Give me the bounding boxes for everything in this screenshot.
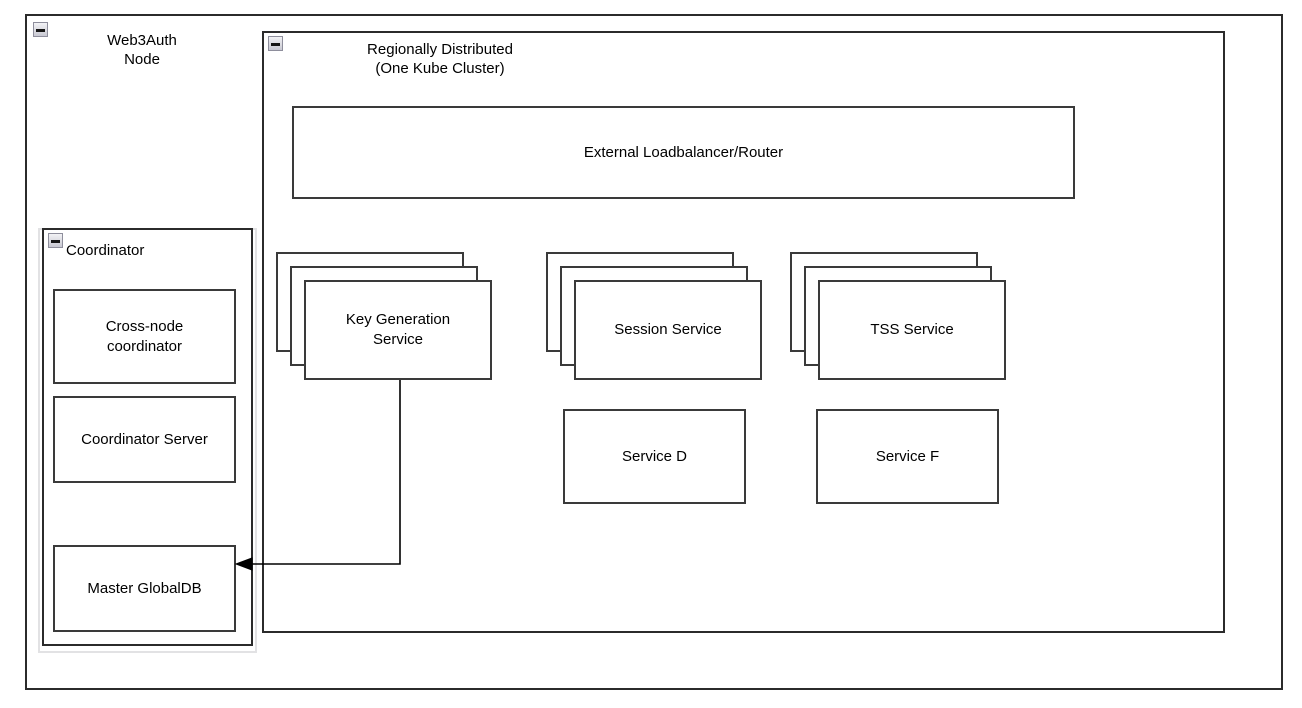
service-d-box[interactable]: Service D (563, 409, 746, 504)
coordinator-server-label: Coordinator Server (81, 430, 208, 448)
master-globaldb-box[interactable]: Master GlobalDB (53, 545, 236, 632)
service-f-box[interactable]: Service F (816, 409, 999, 504)
session-service-label: Session Service (614, 321, 722, 338)
master-globaldb-label: Master GlobalDB (87, 579, 202, 597)
collapse-minus-icon-regionally-distributed[interactable] (268, 36, 283, 51)
external-loadbalancer-box[interactable]: External Loadbalancer/Router (292, 106, 1075, 199)
key-generation-service-stack[interactable]: Key Generation Service (276, 252, 492, 380)
tss-service-stack[interactable]: TSS Service (790, 252, 1006, 380)
session-service-replica-1[interactable]: Session Service (574, 280, 762, 380)
cross-node-coordinator-label: Cross-node coordinator (105, 317, 184, 355)
collapse-minus-icon-web3auth-node[interactable] (33, 22, 48, 37)
tss-service-label: TSS Service (870, 321, 954, 338)
key-generation-service-label: Key Generation Service (345, 311, 451, 348)
service-d-label: Service D (621, 447, 688, 465)
cross-node-coordinator-box[interactable]: Cross-node coordinator (53, 289, 236, 384)
collapse-minus-icon-coordinator[interactable] (48, 233, 63, 248)
service-f-label: Service F (875, 447, 940, 465)
session-service-stack[interactable]: Session Service (546, 252, 762, 380)
external-loadbalancer-label: External Loadbalancer/Router (583, 143, 784, 161)
coordinator-server-box[interactable]: Coordinator Server (53, 396, 236, 483)
tss-service-replica-1[interactable]: TSS Service (818, 280, 1006, 380)
key-generation-service-replica-1[interactable]: Key Generation Service (304, 280, 492, 380)
